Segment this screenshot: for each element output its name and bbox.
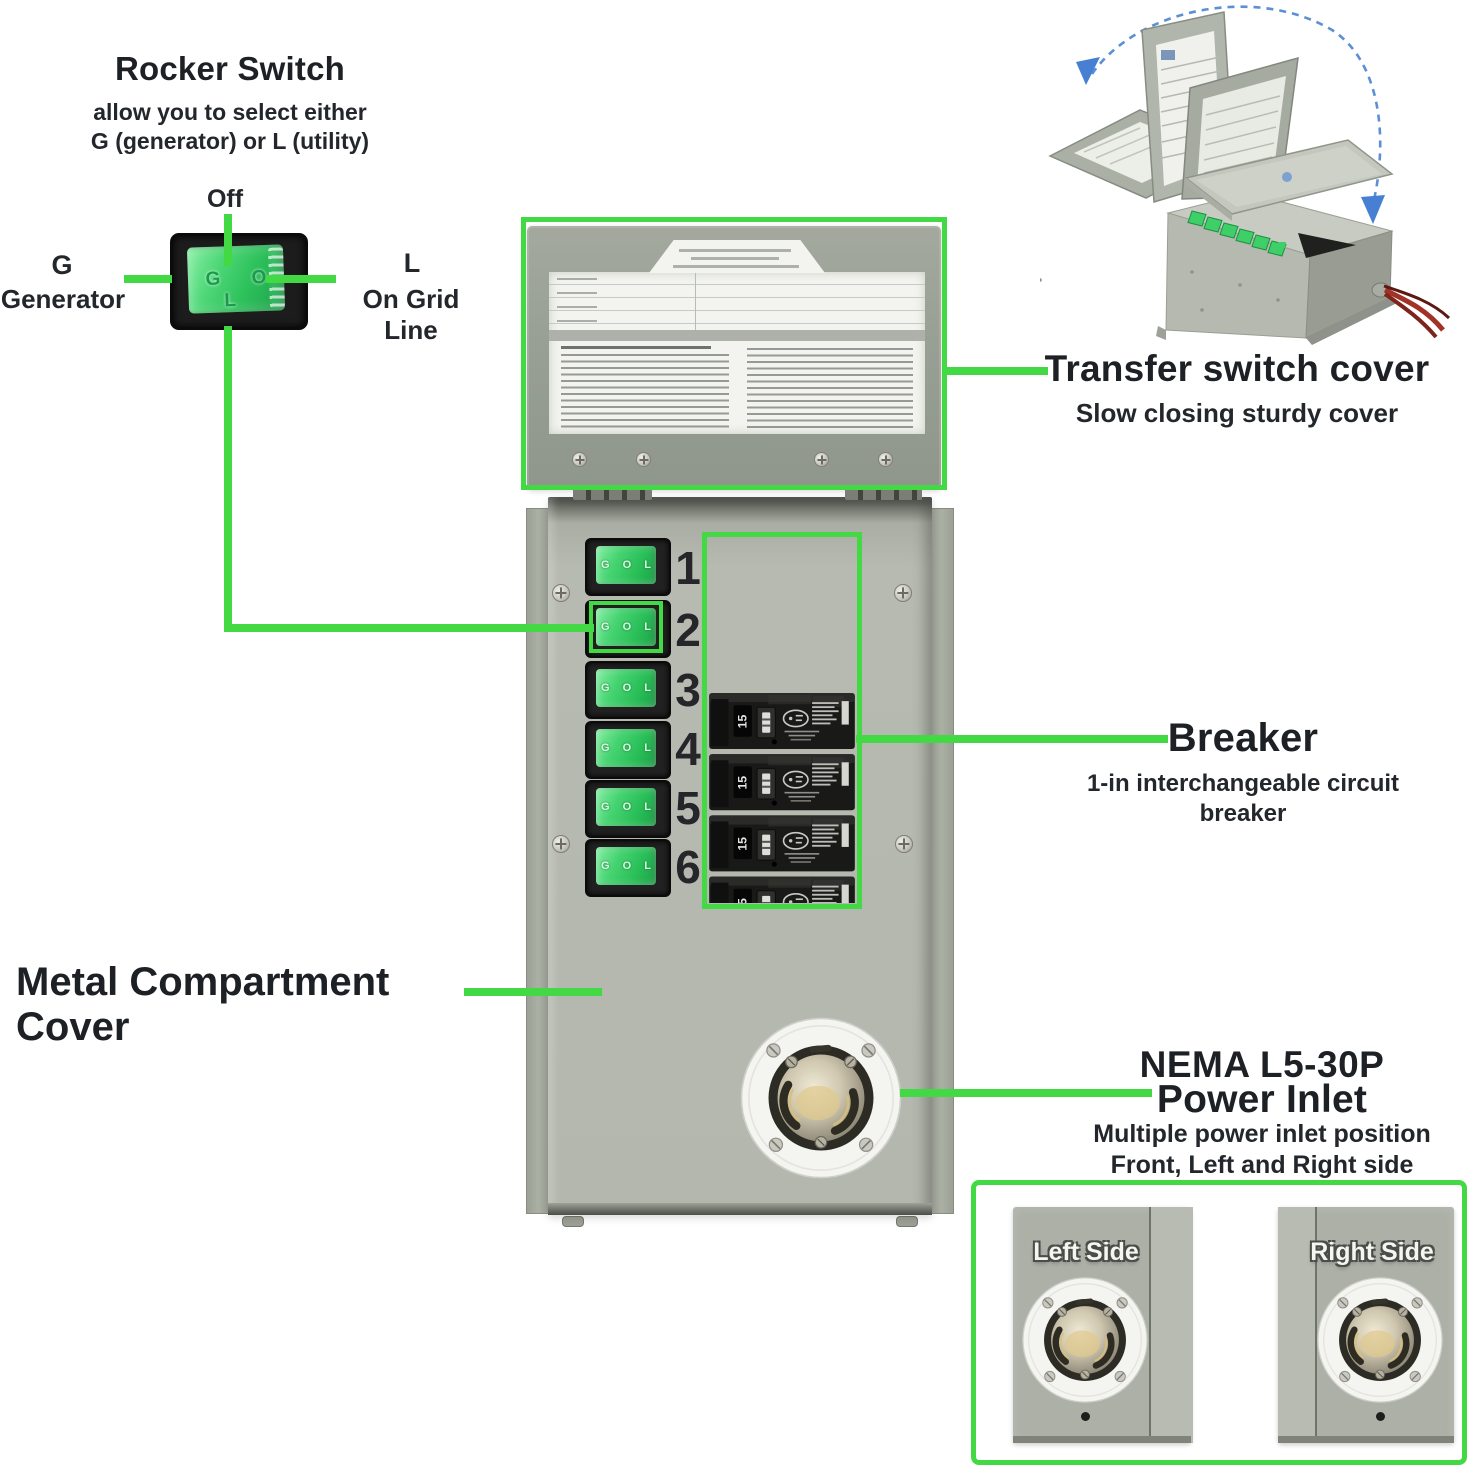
power-inlet-front [739,1016,903,1180]
rocker-gol-text: G O L [205,266,280,312]
panel-bottom-edge [1278,1436,1454,1443]
rocker-switch-subtitle-1: allow you to select either [93,99,367,125]
drain-hole [1376,1412,1385,1421]
annotation-line-metal-cover [464,988,602,996]
transfer-switch-box [1040,192,1451,345]
annotation-line-off [224,214,232,266]
transfer-cover-title: Transfer switch cover [1044,348,1430,389]
sheet-heading [561,346,711,349]
power-inlet-left-side [1021,1276,1149,1404]
panel-edge [1278,1207,1317,1443]
panel-switch-gol: G O L [601,682,656,694]
cover-screw-icon [814,452,829,467]
circuit-number-4: 4 [675,723,701,775]
right-side-label: Right Side [1310,1238,1434,1266]
panel-switch-4: G O L [585,721,671,779]
wire [1383,292,1438,339]
sheet-divider [695,272,696,330]
mounting-flange-left [526,508,550,1214]
circuit-breaker [709,876,855,903]
body-bottom-edge [548,1203,932,1215]
mounting-flange-right [930,508,954,1214]
utility-letter: L [403,248,421,278]
sheet-margin-marks [557,278,597,328]
rotate-arrow-icon [1361,195,1385,224]
panel-bottom-edge [1013,1436,1191,1443]
drain-hole [1081,1412,1090,1421]
panel-edge [1149,1207,1193,1443]
instruction-sheet [549,272,925,434]
hinge [845,486,922,500]
connector-line-vertical [224,326,232,632]
circuit-number-3: 3 [675,664,701,716]
cover-screw-icon [636,452,651,467]
panel-screw-icon [895,835,913,853]
wire [1383,284,1451,320]
panel-screw-icon [552,835,570,853]
panel-screw-icon [894,584,912,602]
power-inlet-title-1: NEMA L5-30P [1139,1044,1385,1085]
breaker-subtitle-2: breaker [1199,800,1287,827]
cover-nearly-closed [1184,139,1394,221]
power-inlet-subtitle-1: Multiple power inlet position [1093,1120,1431,1148]
circuit-breaker [709,693,855,749]
off-label: Off [206,185,244,213]
instruction-sheet-tab [649,240,825,273]
sheet-table-lines [549,272,925,330]
foot [562,1216,584,1227]
annotation-line-generator [124,275,172,283]
circuit-number-1: 1 [675,542,701,594]
wire [1383,287,1445,332]
breaker-stack [709,539,855,903]
rocker-switch-title: Rocker Switch [114,50,345,87]
panel-switch-3: G O L [585,661,671,719]
logo-mark [1282,172,1292,182]
panel-switch-gol: G O L [601,559,656,571]
circuit-number-2: 2 [675,604,701,656]
sheet-band [549,330,925,341]
power-inlet-right-side [1316,1276,1444,1404]
circuit-number-5: 5 [675,782,701,834]
cover-screw-icon [572,452,587,467]
circuit-breaker [709,815,855,871]
mini-switches [1187,210,1287,257]
annotation-line-utility [266,275,336,283]
panel-switch-gol: G O L [601,742,656,754]
panel-switch-2: G O L [585,600,671,658]
annotation-line-transfer-cover [944,367,1048,375]
mini-breakers [1298,233,1356,258]
isometric-product-photo [1040,5,1451,345]
generator-label: Generator [0,284,126,314]
circuit-breaker [709,754,855,810]
utility-label: On Grid Line [362,284,460,345]
cover-screw-icon [878,452,893,467]
metal-cover-label: Metal Compartment Cover [16,960,390,1049]
rocker-switch-subtitle-2: G (generator) or L (utility) [90,128,370,154]
connector-line-horizontal [224,624,594,632]
panel-switch-1: G O L [585,538,671,596]
circuit-number-6: 6 [675,841,701,893]
panel-switch-gol: G O L [601,860,656,872]
power-inlet-title-2: Power Inlet [1156,1078,1368,1121]
hinge [573,486,652,500]
panel-switch-gol: G O L [601,621,656,633]
generator-letter: G [51,250,73,280]
left-side-label: Left Side [1033,1238,1139,1266]
transfer-cover-subtitle: Slow closing sturdy cover [1075,398,1399,428]
rotate-arrow-icon [1076,57,1100,85]
breaker-subtitle-1: 1-in interchangeable circuit [1086,770,1400,797]
panel-switch-gol: G O L [601,801,656,813]
power-inlet-subtitle-2: Front, Left and Right side [1110,1151,1414,1179]
annotation-line-breaker [856,735,1168,743]
annotation-line-power-inlet [900,1089,1152,1097]
panel-switch-6: G O L [585,839,671,897]
panel-switch-5: G O L [585,780,671,838]
breaker-title: Breaker [1167,716,1319,760]
panel-screw-icon [552,584,570,602]
sheet-text-right [747,348,913,428]
foot [896,1216,918,1227]
sheet-text-left [561,354,729,428]
